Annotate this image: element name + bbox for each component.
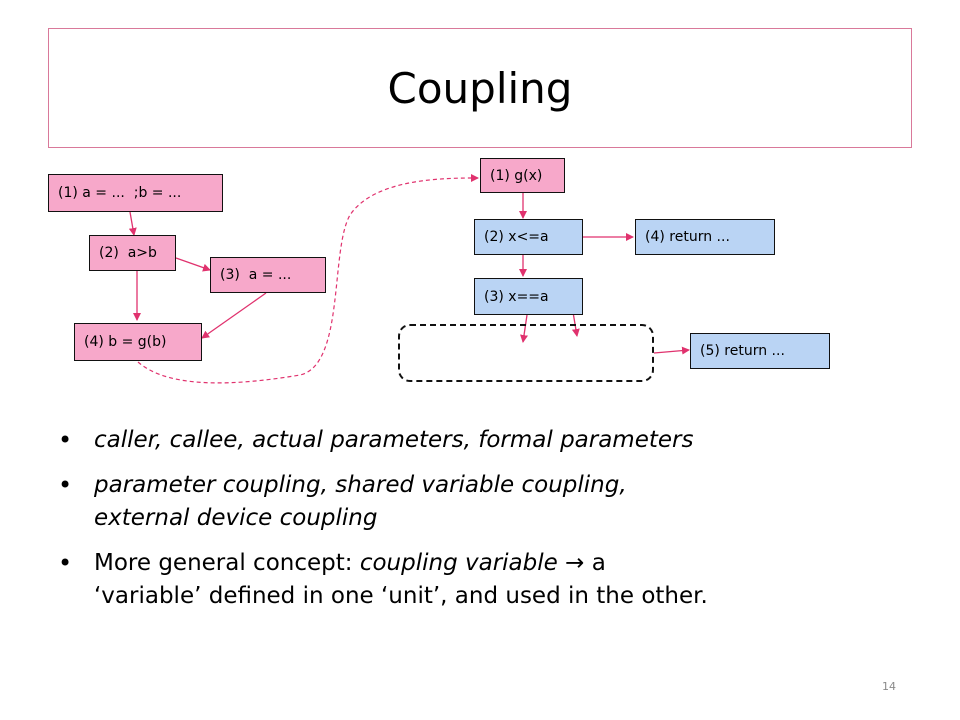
bullet-item-2: parameter coupling, shared variable coup… [58,469,918,535]
bullet-3-term: coupling variable [359,550,558,576]
edge-l1-l2 [128,211,137,236]
node-left-4: (4) b = g(b) [74,323,202,361]
node-right-4: (4) return ... [635,219,775,255]
title-box: Coupling [48,28,912,148]
bullet-3-line-2: ‘variable’ defined in one ‘unit’, and us… [94,583,708,609]
bullet-list: caller, callee, actual parameters, forma… [58,424,918,625]
bullet-3-line-1-end: a [591,550,606,576]
bullet-1-text: caller, callee, actual parameters, forma… [94,427,694,453]
edge-box-r5 [653,346,690,355]
node-right-2: (2) x<=a [474,219,583,255]
bullet-item-3: More general concept: coupling variable … [58,547,918,613]
bullet-item-1: caller, callee, actual parameters, forma… [58,424,918,457]
node-left-2: (2) a>b [89,235,176,271]
bullet-2-line-1: parameter coupling, shared variable coup… [94,472,627,498]
slide-title: Coupling [387,63,573,113]
page-number: 14 [882,680,896,693]
node-right-1: (1) g(x) [480,158,565,193]
edge-l2-l3 [175,257,211,272]
node-left-3: (3) a = ... [210,257,326,293]
bullet-2-line-2: external device coupling [94,505,378,531]
bullet-3-lead: More general concept: [94,550,360,576]
node-left-1: (1) a = ... ;b = ... [48,174,223,212]
node-right-5: (5) return ... [690,333,830,369]
call-edge-dashed [137,174,479,384]
arrow-right-icon: → [557,550,592,576]
dashed-placeholder-box [398,324,654,382]
edge-r3-box-left [520,314,528,343]
edge-l3-l4 [201,292,267,339]
node-right-3: (3) x==a [474,278,583,315]
